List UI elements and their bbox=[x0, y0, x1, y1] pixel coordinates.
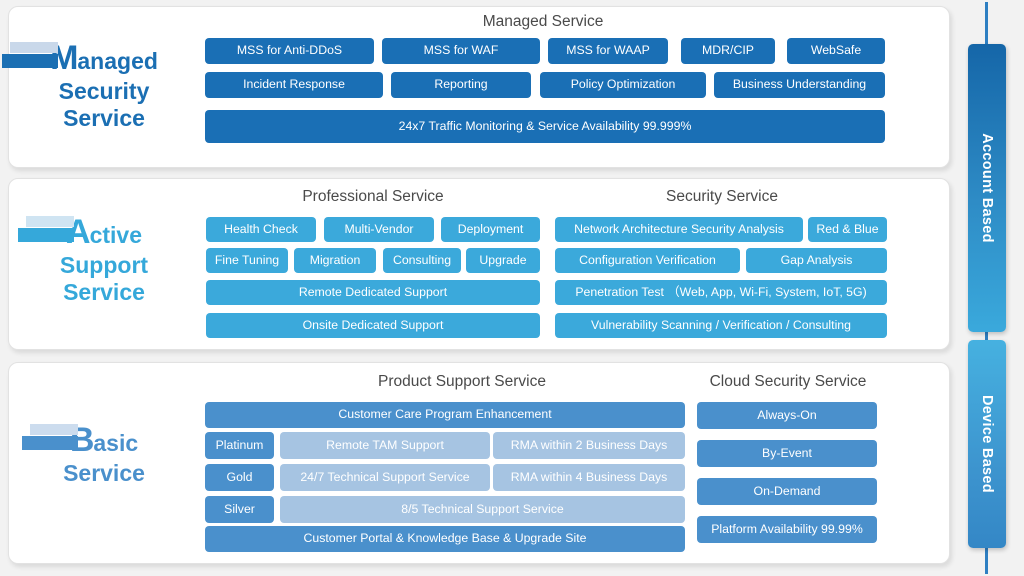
heading-product-support-service: Product Support Service bbox=[377, 373, 546, 390]
chip-remote-dedicated-support[interactable]: Remote Dedicated Support bbox=[206, 280, 540, 305]
chip-configuration-verification[interactable]: Configuration Verification bbox=[555, 248, 740, 273]
bar-top-icon bbox=[29, 424, 78, 435]
brand-word: anaged bbox=[77, 48, 158, 74]
chip-vulnerability-scanning[interactable]: Vulnerability Scanning / Verification / … bbox=[555, 313, 887, 338]
rail-device-based[interactable]: Device Based bbox=[968, 340, 1006, 548]
chip-rma-within-2-business-days[interactable]: RMA within 2 Business Days bbox=[493, 432, 685, 459]
heading-managed-service: Managed Service bbox=[482, 13, 604, 30]
chip-websafe[interactable]: WebSafe bbox=[787, 38, 885, 64]
chip-multi-vendor[interactable]: Multi-Vendor bbox=[324, 217, 434, 242]
chip-gap-analysis[interactable]: Gap Analysis bbox=[746, 248, 887, 273]
chip-tier-silver[interactable]: Silver bbox=[205, 496, 274, 523]
chip-mdr-cip[interactable]: MDR/CIP bbox=[681, 38, 775, 64]
brand-logo-line: Basic bbox=[21, 420, 139, 460]
rail-account-based[interactable]: Account Based bbox=[968, 44, 1006, 332]
stacked-bars-icon bbox=[2, 42, 59, 68]
brand-line-3: Service bbox=[63, 105, 145, 132]
bar-top-icon bbox=[10, 42, 59, 53]
stacked-bars-icon bbox=[18, 216, 74, 242]
chip-customer-care-program-enhancement[interactable]: Customer Care Program Enhancement bbox=[205, 402, 685, 428]
chip-deployment[interactable]: Deployment bbox=[441, 217, 540, 242]
rail-account-based-label: Account Based bbox=[979, 133, 995, 243]
bar-bottom-icon bbox=[2, 54, 59, 68]
chip-incident-response[interactable]: Incident Response bbox=[205, 72, 383, 98]
chip-policy-optimization[interactable]: Policy Optimization bbox=[540, 72, 706, 98]
chip-consulting[interactable]: Consulting bbox=[383, 248, 461, 273]
chip-traffic-monitoring-availability[interactable]: 24x7 Traffic Monitoring & Service Availa… bbox=[205, 110, 885, 143]
chip-fine-tuning[interactable]: Fine Tuning bbox=[206, 248, 288, 273]
brand-word: asic bbox=[93, 430, 139, 456]
chip-24-7-technical-support-service[interactable]: 24/7 Technical Support Service bbox=[280, 464, 490, 491]
bar-bottom-icon bbox=[18, 228, 74, 242]
chip-platform-availability[interactable]: Platform Availability 99.99% bbox=[697, 516, 877, 543]
chip-migration[interactable]: Migration bbox=[294, 248, 376, 273]
chip-by-event[interactable]: By-Event bbox=[697, 440, 877, 467]
brand-logo-line: Active bbox=[18, 212, 142, 252]
chip-tier-gold[interactable]: Gold bbox=[205, 464, 274, 491]
rail-device-based-label: Device Based bbox=[979, 395, 995, 493]
chip-onsite-dedicated-support[interactable]: Onsite Dedicated Support bbox=[206, 313, 540, 338]
brand-line-2: Support bbox=[59, 252, 149, 279]
chip-network-architecture-security-analysis[interactable]: Network Architecture Security Analysis bbox=[555, 217, 803, 242]
brand-line-3: Service bbox=[63, 279, 145, 306]
brand-active-support-service: Active Support Service bbox=[14, 212, 194, 306]
chip-penetration-test[interactable]: Penetration Test （Web, App, Wi-Fi, Syste… bbox=[555, 280, 887, 305]
stacked-bars-icon bbox=[21, 424, 78, 450]
chip-mss-for-waap[interactable]: MSS for WAAP bbox=[548, 38, 668, 64]
chip-upgrade[interactable]: Upgrade bbox=[466, 248, 540, 273]
chip-business-understanding[interactable]: Business Understanding bbox=[714, 72, 885, 98]
heading-professional-service: Professional Service bbox=[302, 188, 444, 205]
chip-mss-for-anti-ddos[interactable]: MSS for Anti-DDoS bbox=[205, 38, 374, 64]
chip-8-5-technical-support-service[interactable]: 8/5 Technical Support Service bbox=[280, 496, 685, 523]
chip-on-demand[interactable]: On-Demand bbox=[697, 478, 877, 505]
bar-top-icon bbox=[26, 216, 74, 227]
brand-line-2: Service bbox=[63, 460, 145, 487]
chip-customer-portal-knowledge-base[interactable]: Customer Portal & Knowledge Base & Upgra… bbox=[205, 526, 685, 552]
brand-word: ctive bbox=[89, 222, 142, 248]
brand-basic-service: Basic Service bbox=[14, 420, 194, 487]
chip-rma-within-4-business-days[interactable]: RMA within 4 Business Days bbox=[493, 464, 685, 491]
chip-reporting[interactable]: Reporting bbox=[391, 72, 531, 98]
brand-line-2: Security bbox=[58, 78, 150, 105]
chip-always-on[interactable]: Always-On bbox=[697, 402, 877, 429]
chip-tier-platinum[interactable]: Platinum bbox=[205, 432, 274, 459]
bar-bottom-icon bbox=[21, 436, 78, 450]
chip-remote-tam-support[interactable]: Remote TAM Support bbox=[280, 432, 490, 459]
brand-managed-security-service: Managed Security Service bbox=[2, 38, 194, 132]
chip-health-check[interactable]: Health Check bbox=[206, 217, 316, 242]
chip-mss-for-waf[interactable]: MSS for WAF bbox=[382, 38, 540, 64]
brand-logo-line: Managed bbox=[2, 38, 158, 78]
chip-red-and-blue[interactable]: Red & Blue bbox=[808, 217, 887, 242]
heading-cloud-security-service: Cloud Security Service bbox=[709, 373, 867, 390]
heading-security-service: Security Service bbox=[666, 188, 778, 205]
